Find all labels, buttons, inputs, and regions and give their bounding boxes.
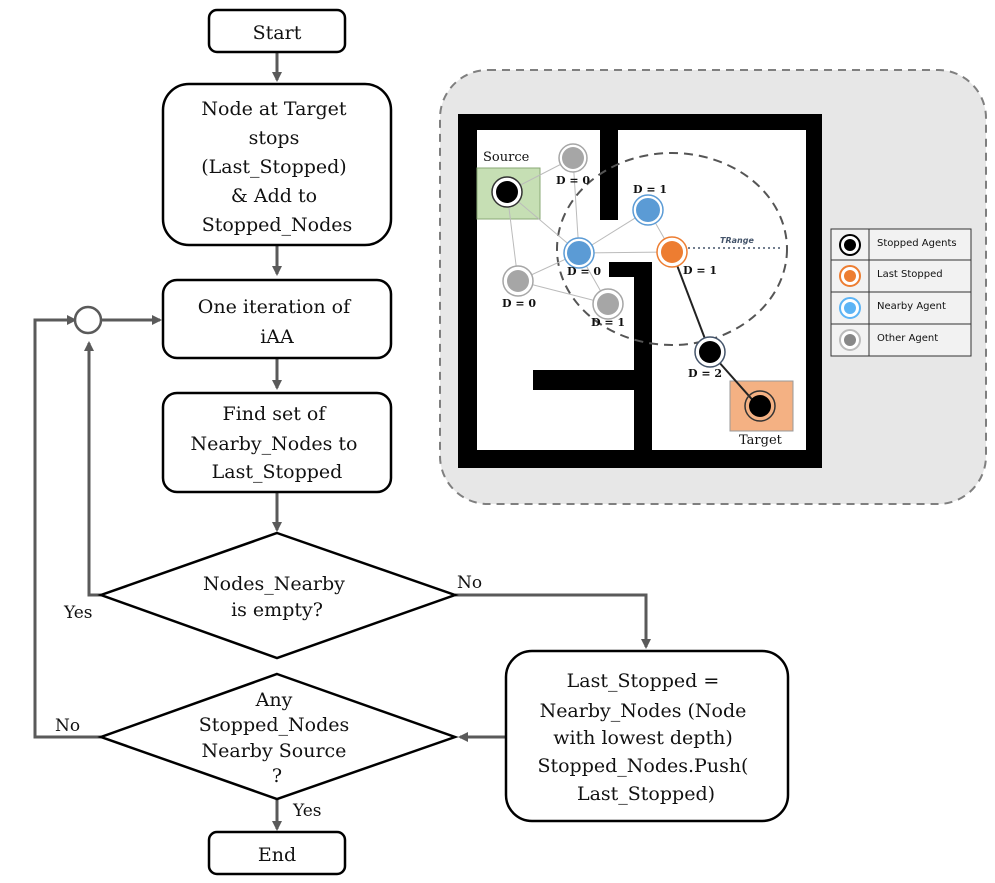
legend-item-last: Last Stopped <box>839 265 943 287</box>
step-update-last-stopped: Last_Stopped = Nearby_Nodes (Node with l… <box>504 649 790 823</box>
node-depth-label: D = 1 <box>683 264 717 277</box>
node-depth-label: D = 1 <box>633 183 667 196</box>
node-depth-label: D = 0 <box>502 297 536 310</box>
start-label: Start <box>253 22 302 44</box>
legend-label: Last Stopped <box>877 269 943 280</box>
map-panel: Source Target TRange <box>439 69 987 505</box>
decision1-text: Nodes_Nearby is empty? <box>203 573 351 621</box>
node-depth-label: D = 0 <box>567 265 601 278</box>
node-last-stopped <box>656 236 688 268</box>
decision-nodes-nearby-empty: Nodes_Nearby is empty? <box>97 531 459 660</box>
maze-wall-middle <box>634 262 652 450</box>
step3-text: Find set of Nearby_Nodes to Last_Stopped <box>190 403 363 483</box>
node-other-2 <box>502 265 534 297</box>
decision-stopped-nearby-source: Any Stopped_Nodes Nearby Source ? <box>97 672 459 801</box>
step4-text: Last_Stopped = Nearby_Nodes (Node with l… <box>537 670 754 805</box>
node-source-stopped <box>491 176 523 208</box>
decision2-yes-label: Yes <box>292 801 322 821</box>
legend-label: Nearby Agent <box>877 301 946 312</box>
node-other-1 <box>558 143 588 173</box>
source-label: Source <box>483 150 530 165</box>
range-label: TRange <box>720 236 754 245</box>
node-other-3 <box>592 288 624 320</box>
step-find-nearby: Find set of Nearby_Nodes to Last_Stopped <box>161 391 393 494</box>
map-nodes: D = 0 D = 1 D = 0 D = 1 D = 0 <box>491 143 776 422</box>
legend-item-stopped: Stopped Agents <box>839 234 957 256</box>
legend-item-nearby: Nearby Agent <box>839 297 946 319</box>
node-depth-label: D = 1 <box>591 316 625 329</box>
maze-wall-left-arm <box>533 370 643 390</box>
node-nearby-1 <box>632 194 664 226</box>
arrow-decision1-no <box>455 593 651 649</box>
maze-wall-top <box>600 130 618 220</box>
node-depth-label: D = 2 <box>688 367 722 380</box>
range-circle <box>556 152 788 346</box>
legend-label: Other Agent <box>877 333 938 344</box>
merge-connector <box>73 305 103 335</box>
legend-item-other: Other Agent <box>839 329 938 351</box>
arrow-decision1-yes <box>84 341 103 597</box>
legend-label: Stopped Agents <box>877 238 957 249</box>
arrow-decision2-no <box>33 315 103 739</box>
end-node: End <box>207 830 347 876</box>
decision1-no-label: No <box>457 573 482 593</box>
node-target-stopped <box>744 390 776 422</box>
decision1-yes-label: Yes <box>63 603 93 623</box>
legend: Stopped Agents Last Stopped Nearby Agent… <box>830 228 972 357</box>
step-node-at-target: Node at Target stops (Last_Stopped) & Ad… <box>161 82 393 247</box>
target-label: Target <box>739 433 783 448</box>
decision2-text: Any Stopped_Nodes Nearby Source ? <box>199 689 356 787</box>
node-depth-label: D = 0 <box>556 174 590 187</box>
node-nearby-2 <box>563 237 595 269</box>
step-one-iteration: One iteration of iAA <box>161 278 393 360</box>
end-label: End <box>258 844 296 866</box>
node-stopped-d2 <box>694 336 726 368</box>
step1-text: Node at Target stops (Last_Stopped) & Ad… <box>201 98 353 236</box>
decision2-no-label: No <box>55 716 80 736</box>
step2-text: One iteration of iAA <box>198 296 356 348</box>
start-node: Start <box>207 8 347 54</box>
